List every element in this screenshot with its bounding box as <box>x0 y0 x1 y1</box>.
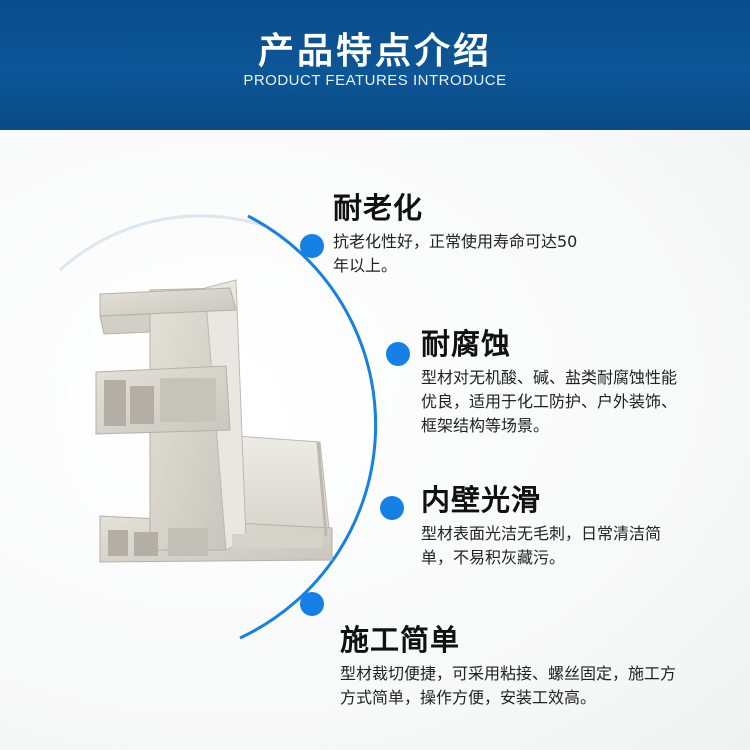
page-title: 产品特点介绍 <box>257 31 492 72</box>
feature-title: 施工简单 <box>340 623 461 657</box>
feature-desc: 抗老化性好，正常使用寿命可达50 年以上。 <box>333 232 578 275</box>
arc-dot-3 <box>380 496 404 520</box>
arc-dot-1 <box>300 234 324 258</box>
inner-arc <box>58 214 266 272</box>
product-scene <box>15 214 415 640</box>
feature-desc: 型材表面光洁无毛刺，日常清洁简 单，不易积灰藏污。 <box>421 524 662 567</box>
accent-arc <box>239 214 378 640</box>
feature-smooth-inner-wall: 内壁光滑 型材表面光洁无毛刺，日常清洁简 单，不易积灰藏污。 <box>421 482 661 570</box>
feature-desc: 型材对无机酸、碱、盐类耐腐蚀性能 优良，适用于化工防护、户外装饰、 框架结构等场… <box>421 368 678 435</box>
arc-dot-4 <box>300 592 324 616</box>
feature-title: 耐腐蚀 <box>421 327 512 361</box>
feature-easy-installation: 施工简单 型材裁切便捷，可采用粘接、螺丝固定，施工方 方式简单，操作方便，安装工… <box>340 622 676 710</box>
feature-corrosion-resistant: 耐腐蚀 型材对无机酸、碱、盐类耐腐蚀性能 优良，适用于化工防护、户外装饰、 框架… <box>421 326 677 438</box>
pvc-profile-image <box>95 279 333 563</box>
feature-title: 耐老化 <box>333 191 424 225</box>
features-section: 耐老化 抗老化性好，正常使用寿命可达50 年以上。 耐腐蚀 型材对无机酸、碱、盐… <box>0 130 750 750</box>
feature-title: 内壁光滑 <box>421 483 542 517</box>
page-subtitle: PRODUCT FEATURES INTRODUCE <box>243 72 507 89</box>
arc-dot-2 <box>386 342 410 366</box>
feature-desc: 型材裁切便捷，可采用粘接、螺丝固定，施工方 方式简单，操作方便，安装工效高。 <box>340 664 677 707</box>
header-banner: 产品特点介绍 PRODUCT FEATURES INTRODUCE <box>0 0 750 130</box>
feature-anti-aging: 耐老化 抗老化性好，正常使用寿命可达50 年以上。 <box>333 190 577 278</box>
